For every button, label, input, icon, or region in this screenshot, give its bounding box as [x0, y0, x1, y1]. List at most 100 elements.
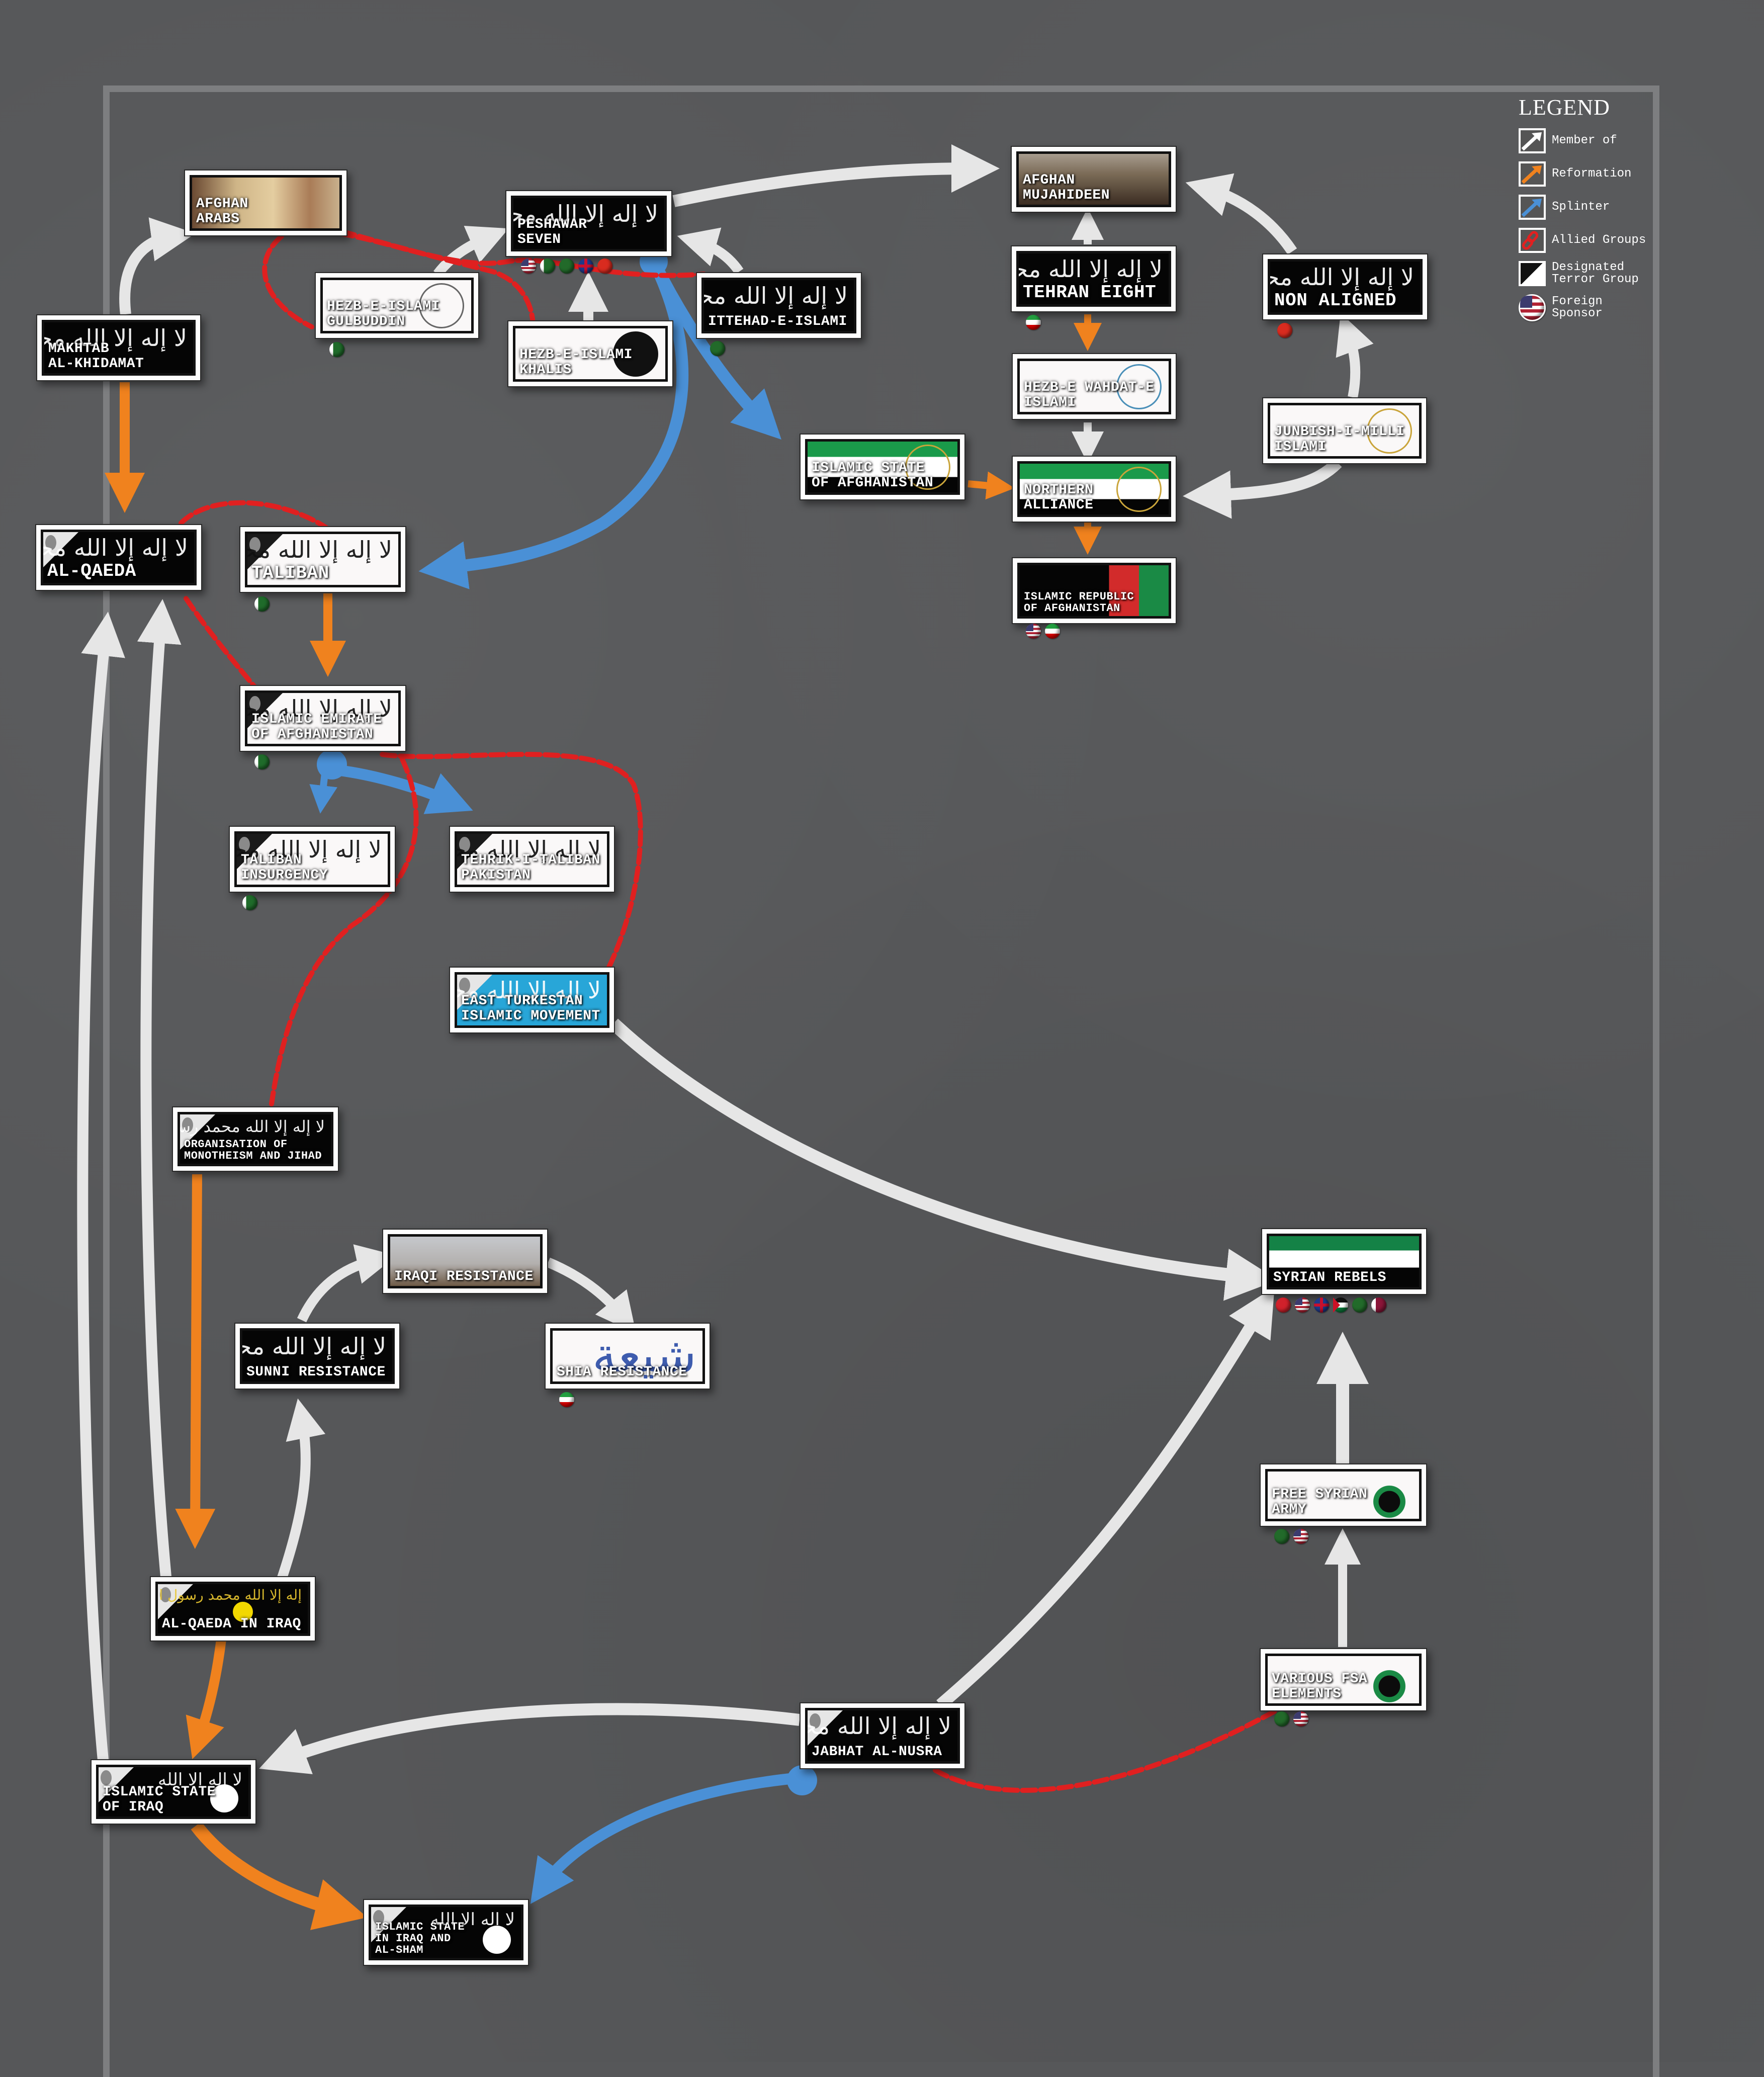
node-northern-alliance[interactable]: NORTHERN ALLIANCE: [1012, 456, 1177, 523]
legend-item-allied: Allied Groups: [1519, 228, 1646, 253]
node-al-qaeda-in-iraq[interactable]: إله إلا الله محمد رسول الله AL-QAEDA IN …: [150, 1576, 316, 1641]
splinter-origin-emirate: [317, 749, 347, 780]
node-east-turkestan-islamic-movement[interactable]: لا إله إلا الله محمد رسول الله EAST TURK…: [449, 967, 615, 1033]
flag-pakistan-icon: [540, 258, 555, 274]
wahdat-emblem-icon: [1116, 364, 1162, 409]
link-splinter-nusra-isis: [530, 1772, 801, 1905]
link-member-isi-alqaeda: [77, 612, 125, 1761]
legend-item-reformation: Reformation: [1519, 161, 1646, 187]
node-junbish-i-milli-islami[interactable]: JUNBISH-I-MILLI ISLAMI: [1262, 397, 1427, 464]
sponsors-shia-resistance: [559, 1392, 574, 1407]
skull-designated-icon: [247, 534, 283, 569]
skull-designated-icon: [457, 834, 492, 869]
sponsors-peshawar-seven: [521, 258, 612, 274]
shia-calligraphy: شيعة: [592, 1328, 697, 1383]
node-sunni-resistance[interactable]: لا إله إلا الله محمد رسول الله SUNNI RES…: [234, 1323, 400, 1390]
node-peshawar-seven[interactable]: لا إله إلا الله محمد رسول الله PESHAWAR …: [505, 190, 672, 257]
node-jabhat-al-nusra[interactable]: لا إله إلا الله محمد رسول الله JABHAT AL…: [800, 1702, 965, 1769]
node-islamic-emirate-of-afghanistan[interactable]: لا إله إلا الله محمد رسول الله ISLAMIC E…: [239, 685, 406, 752]
node-hezb-e-islami-gulbuddin[interactable]: HEZB-E-ISLAMI GULBUDDIN: [315, 272, 479, 339]
node-hezb-e-wahdat-e-islami[interactable]: HEZB-E WAHDAT-E ISLAMI: [1012, 353, 1177, 420]
shahada-calligraphy: لا إله إلا الله محمد رسول الله: [234, 836, 383, 863]
node-islamic-state-of-afghanistan[interactable]: ISLAMIC STATE OF AFGHANISTAN: [800, 434, 965, 500]
node-non-aligned[interactable]: لا إله إلا الله محمد رسول الله NON ALIGN…: [1262, 253, 1428, 320]
flag-us-icon: [1293, 1529, 1308, 1544]
flag-pakistan-icon: [329, 342, 344, 357]
node-islamic-republic-of-afghanistan[interactable]: ISLAMIC REPUBLIC OF AFGHANISTAN: [1012, 557, 1177, 624]
skull-designated-icon: [99, 1767, 134, 1802]
link-member-ittehad-peshawar: [677, 227, 744, 275]
legend-item-designated: Designated Terror Group: [1519, 261, 1646, 286]
sponsors-syrian-rebels: [1276, 1297, 1386, 1313]
skull-designated-icon: [180, 1114, 215, 1150]
node-al-qaeda[interactable]: لا إله إلا الله محمد رسول الله AL-QAEDA: [35, 524, 202, 591]
node-tehrik-i-taliban-pakistan[interactable]: لا إله إلا الله محمد رسول الله TEHRIK-I-…: [449, 826, 615, 893]
flag-pakistan-icon: [254, 754, 270, 769]
node-taliban-insurgency[interactable]: لا إله إلا الله محمد رسول الله TALIBAN I…: [229, 826, 396, 893]
sponsors-islamic-emirate: [254, 754, 270, 769]
junbish-emblem-icon: [1367, 408, 1412, 454]
node-islamic-state-of-iraq[interactable]: لا اله الا الله ISLAMIC STATE OF IRAQ: [91, 1759, 256, 1825]
node-afghan-arabs[interactable]: AFGHAN ARABS: [184, 169, 347, 236]
flag-qatar-icon: [1371, 1297, 1386, 1313]
link-member-makhtab-afghan-arabs: [119, 217, 196, 315]
sponsors-taliban: [254, 596, 270, 612]
flag-pakistan-icon: [254, 596, 270, 612]
flag-uk-icon: [578, 258, 593, 274]
flag-iran-icon: [1045, 624, 1060, 639]
shahada-calligraphy: لا إله إلا الله محمد رسول الله: [455, 977, 602, 1004]
node-organisation-of-monotheism-and-jihad[interactable]: لا إله إلا الله محمد رسول الله ORGANISAT…: [172, 1106, 339, 1172]
flag-saudi-icon: [559, 258, 574, 274]
sponsors-islamic-republic: [1026, 624, 1060, 639]
afghan-emblem-icon: [1116, 467, 1162, 512]
sponsors-fsa: [1274, 1529, 1308, 1544]
legend-item-member: Member of: [1519, 128, 1646, 153]
node-hezb-e-islami-khalis[interactable]: HEZB-E-ISLAMI KHALIS: [507, 320, 673, 387]
node-various-fsa-elements[interactable]: VARIOUS FSA ELEMENTS: [1260, 1648, 1427, 1711]
flag-us-icon: [521, 258, 536, 274]
node-shia-resistance[interactable]: شيعة SHIA RESISTANCE: [545, 1323, 711, 1390]
sponsors-tehran-eight: [1026, 315, 1041, 330]
shahada-calligraphy: لا إله إلا الله محمد رسول الله: [1268, 264, 1415, 291]
seal-of-muhammad-icon: [483, 1926, 511, 1954]
flag-turkey-icon: [1276, 1297, 1291, 1313]
fsa-emblem-icon: [1367, 1475, 1412, 1519]
link-splinter-peshawar-taliban: [418, 258, 689, 589]
flag-saudi-icon: [1274, 1711, 1289, 1726]
chain-peshawar-ittehad-lower: [339, 229, 536, 329]
chain-emirate-omj: [269, 757, 419, 1106]
link-reform-omj-aqi: [175, 1174, 216, 1549]
shahada-calligraphy: لا إله إلا الله محمد رسول الله: [245, 536, 393, 563]
legend-item-sponsor: Foreign Sponsor: [1519, 294, 1646, 321]
node-islamic-state-in-iraq-and-al-sham[interactable]: لا اله الا الله ISLAMIC STATE IN IRAQ AN…: [363, 1899, 529, 1966]
flag-china-icon: [597, 258, 612, 274]
node-iraqi-resistance[interactable]: IRAQI RESISTANCE: [382, 1229, 548, 1294]
node-taliban[interactable]: لا إله إلا الله محمد رسول الله TALIBAN: [239, 526, 406, 593]
shahada-calligraphy: لا إله إلا الله محمد رسول الله: [1016, 255, 1164, 283]
chain-alqaeda-taliban: [179, 500, 329, 531]
flag-pakistan-icon: [242, 895, 257, 910]
hezb-emblem-icon: [419, 283, 464, 328]
node-free-syrian-army[interactable]: FREE SYRIAN ARMY: [1260, 1463, 1427, 1527]
link-member-nusra-isi: [259, 1703, 801, 1774]
node-ittehad-e-islami[interactable]: لا إله إلا الله محمد رسول الله ITTEHAD-E…: [696, 272, 862, 339]
skull-designated-icon: [247, 693, 283, 728]
white-arrow-icon: [1519, 128, 1546, 153]
link-member-junbish-northern: [1183, 458, 1342, 519]
node-afghan-mujahideen[interactable]: AFGHAN MUJAHIDEEN: [1011, 146, 1177, 213]
node-tehran-eight[interactable]: لا إله إلا الله محمد رسول الله TEHRAN EI…: [1011, 245, 1177, 312]
link-member-aqi-sunni: [277, 1398, 326, 1581]
link-reform-isi-isis: [191, 1822, 368, 1930]
link-member-nonaligned-mujahideen: [1185, 173, 1297, 255]
shahada-calligraphy: لا إله إلا الله محمد رسول الله: [178, 1117, 326, 1136]
link-member-sunni-iraqi: [297, 1244, 397, 1323]
chain-emirate-etim: [380, 752, 643, 971]
node-makhtab-al-khidamat[interactable]: لا إله إلا الله محمد رسول الله MAKHTAB A…: [36, 314, 201, 381]
sponsors-non-aligned: [1277, 323, 1292, 338]
chain-nusra-fsaelements: [933, 1707, 1280, 1793]
diagram-frame: [103, 85, 1659, 2077]
node-syrian-rebels[interactable]: SYRIAN REBELS: [1261, 1228, 1427, 1295]
shahada-calligraphy: لا إله إلا الله محمد رسول الله: [805, 1712, 952, 1740]
flag-saudi-icon: [710, 341, 725, 356]
chain-link-icon: [1519, 228, 1546, 253]
